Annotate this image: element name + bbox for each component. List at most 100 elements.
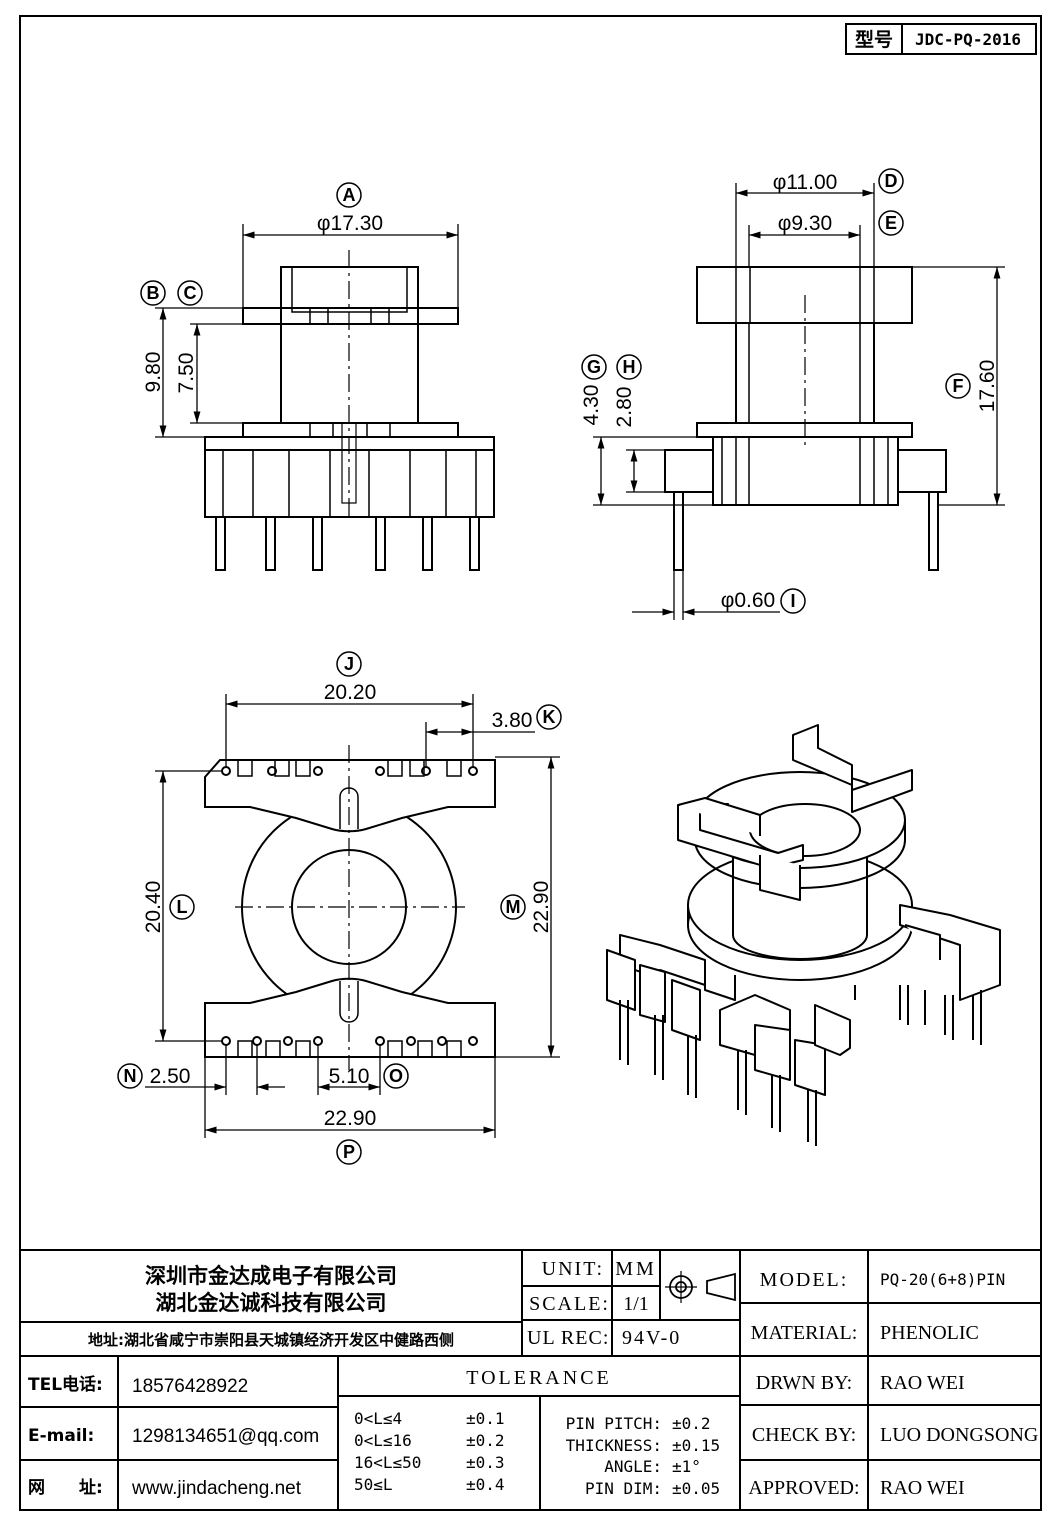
tolerance-table: 0<L≤4 ±0.1 0<L≤16 ±0.2 16<L≤50 ±0.3 50≤L… (354, 1409, 505, 1494)
check-by-label: CHECK BY: (752, 1424, 856, 1446)
tolerance-value-3: ±0.3 (466, 1453, 505, 1472)
dim-p-letter: P (343, 1142, 355, 1162)
dim-e: E φ9.30 (778, 210, 904, 236)
drawn-by-label: DRWN BY: (756, 1372, 853, 1394)
tolerance-range-3: 16<L≤50 (354, 1453, 421, 1472)
dim-g-letter: G (587, 357, 601, 377)
dim-o-value: 5.10 (329, 1065, 370, 1088)
web-label: 网 址: (28, 1478, 103, 1498)
dim-a-letter: A (343, 185, 356, 205)
dim-f-letter: F (953, 376, 964, 396)
material-value: PHENOLIC (880, 1322, 979, 1344)
tolerance-value-4: ±0.4 (466, 1475, 505, 1494)
dim-b-letter: B (147, 283, 160, 303)
tolerance-value-2: ±0.2 (466, 1431, 505, 1450)
dim-a: A φ17.30 (317, 182, 383, 235)
dim-p: P 22.90 (324, 1107, 377, 1165)
title-block (20, 1249, 1041, 1510)
dim-m-letter: M (506, 897, 521, 917)
dim-g-value: 4.30 (580, 385, 603, 426)
spec-table: PIN PITCH: ±0.2 THICKNESS: ±0.15 ANGLE: … (566, 1414, 721, 1498)
unit-value: MM (615, 1258, 657, 1280)
dim-f-value: 17.60 (976, 360, 999, 413)
dim-a-value: φ17.30 (317, 212, 383, 235)
dim-m-value: 22.90 (530, 881, 553, 934)
front-view-dims (155, 224, 459, 438)
dim-b-value: 9.80 (142, 352, 165, 393)
tolerance-value-1: ±0.1 (466, 1409, 505, 1428)
dim-d: D φ11.00 (773, 168, 904, 194)
tel-label: TEL电话: (28, 1374, 103, 1395)
dim-l: L 20.40 (142, 881, 195, 934)
dim-l-value: 20.40 (142, 881, 165, 934)
dim-c-letter: C (184, 283, 197, 303)
dim-n: N 2.50 (117, 1063, 191, 1089)
isometric-view (606, 724, 1001, 1146)
unit-label: UNIT: (542, 1258, 604, 1280)
dim-k-letter: K (543, 707, 556, 727)
company-name-1: 深圳市金达成电子有限公司 (145, 1264, 397, 1288)
header-model-box: 型号 JDC-PQ-2016 (845, 23, 1037, 55)
side-view (664, 266, 947, 571)
email-value: 1298134651@qq.com (132, 1426, 319, 1447)
dim-e-value: φ9.30 (778, 212, 833, 235)
spec-value-1: ±0.2 (672, 1414, 711, 1433)
company-address: 地址:湖北省咸宁市崇阳县天城镇经济开发区中健路西侧 (88, 1331, 454, 1349)
front-view (204, 250, 495, 571)
scale-label: SCALE: (529, 1293, 610, 1315)
dim-j-value: 20.20 (324, 681, 377, 704)
top-view-dims (145, 694, 560, 1138)
check-by-value: LUO DONGSONG (880, 1424, 1038, 1446)
dim-l-letter: L (177, 897, 188, 917)
spec-value-4: ±0.05 (672, 1479, 720, 1498)
spec-label-1: PIN PITCH: (566, 1414, 662, 1433)
dim-n-letter: N (124, 1066, 137, 1086)
spec-value-2: ±0.15 (672, 1436, 720, 1455)
tel-value: 18576428922 (132, 1376, 248, 1397)
approved-value: RAO WEI (880, 1477, 965, 1499)
tolerance-range-2: 0<L≤16 (354, 1431, 412, 1450)
dim-o-letter: O (389, 1066, 403, 1086)
dim-e-letter: E (885, 213, 897, 233)
dim-b: B 9.80 (140, 280, 166, 393)
ulrec-label: UL REC: (527, 1327, 609, 1349)
spec-label-3: ANGLE: (604, 1457, 662, 1476)
model-value: PQ-20(6+8)PIN (880, 1270, 1005, 1289)
email-label: E-mail: (28, 1426, 94, 1446)
dim-k-value: 3.80 (492, 709, 533, 732)
dim-c-value: 7.50 (175, 353, 198, 394)
material-label: MATERIAL: (751, 1322, 858, 1344)
model-label: MODEL: (760, 1269, 849, 1291)
dim-i: I φ0.60 (721, 588, 806, 614)
spec-label-4: PIN DIM: (585, 1479, 662, 1498)
dim-i-value: φ0.60 (721, 589, 776, 612)
header-model-label: 型号 (855, 28, 893, 51)
dim-h-letter: H (623, 357, 636, 377)
dim-p-value: 22.90 (324, 1107, 377, 1130)
side-view-dims (593, 183, 1005, 620)
dim-k: K 3.80 (492, 704, 562, 732)
dim-d-letter: D (885, 171, 898, 191)
approved-label: APPROVED: (748, 1477, 859, 1499)
top-view (204, 745, 496, 1070)
projection-symbol-icon (665, 1271, 736, 1303)
dim-n-value: 2.50 (150, 1065, 191, 1088)
sheet-border (19, 15, 1042, 1511)
company-name-2: 湖北金达诚科技有限公司 (156, 1291, 387, 1315)
dim-h: H 2.80 (613, 354, 642, 428)
dim-j: J 20.20 (324, 651, 377, 704)
dim-i-letter: I (790, 591, 795, 611)
spec-label-2: THICKNESS: (566, 1436, 662, 1455)
dim-g: G 4.30 (580, 354, 607, 426)
tolerance-range-4: 50≤L (354, 1475, 393, 1494)
dim-h-value: 2.80 (613, 387, 636, 428)
dim-d-value: φ11.00 (773, 171, 838, 194)
dim-j-letter: J (344, 654, 354, 674)
spec-value-3: ±1° (672, 1457, 701, 1476)
dim-m: M 22.90 (500, 881, 553, 934)
web-value: www.jindacheng.net (131, 1478, 302, 1499)
drawn-by-value: RAO WEI (880, 1372, 965, 1394)
ulrec-value: 94V-0 (622, 1327, 681, 1349)
dim-o: O 5.10 (329, 1063, 409, 1089)
